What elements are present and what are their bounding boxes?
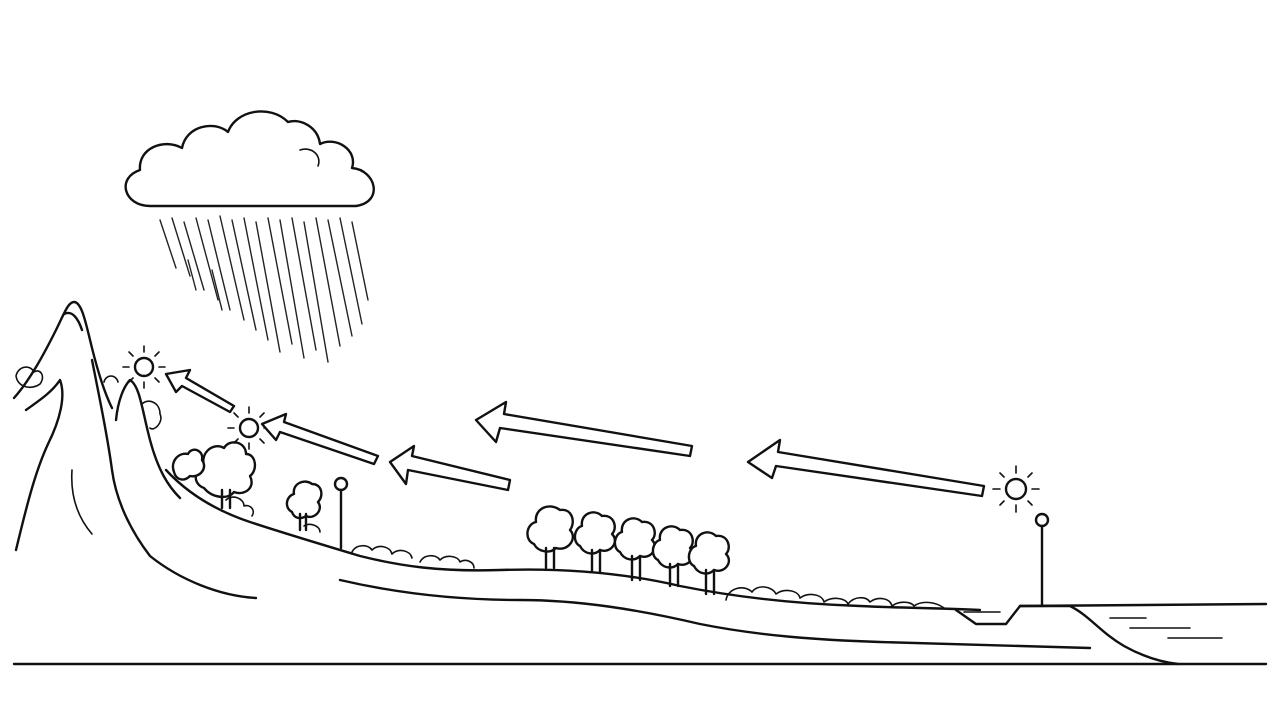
sun-icon [227,406,271,450]
sun-icon [992,465,1040,513]
arrow-left-icon [164,368,236,414]
arrow-left-icon [388,444,512,492]
tree-icon [573,511,617,574]
sun-icon [122,345,166,389]
tree-icon [171,448,206,481]
trees [171,441,731,596]
land-surface [12,468,1268,666]
lamp-post-icon [1034,512,1050,608]
arrow-left-icon [260,412,380,466]
mountain-icon [12,300,258,600]
bushes [225,496,945,609]
tree-icon [194,441,257,510]
cloud-icon [124,110,375,208]
arrow-left-icon [746,438,986,498]
tree-icon [651,525,695,588]
tree-icon [687,531,731,596]
tree-icon [613,517,657,582]
tree-icon [285,480,323,532]
lamp-post-icon [333,476,349,550]
arrow-left-icon [474,400,694,458]
rain-icon [159,215,369,363]
tree-icon [526,505,575,570]
